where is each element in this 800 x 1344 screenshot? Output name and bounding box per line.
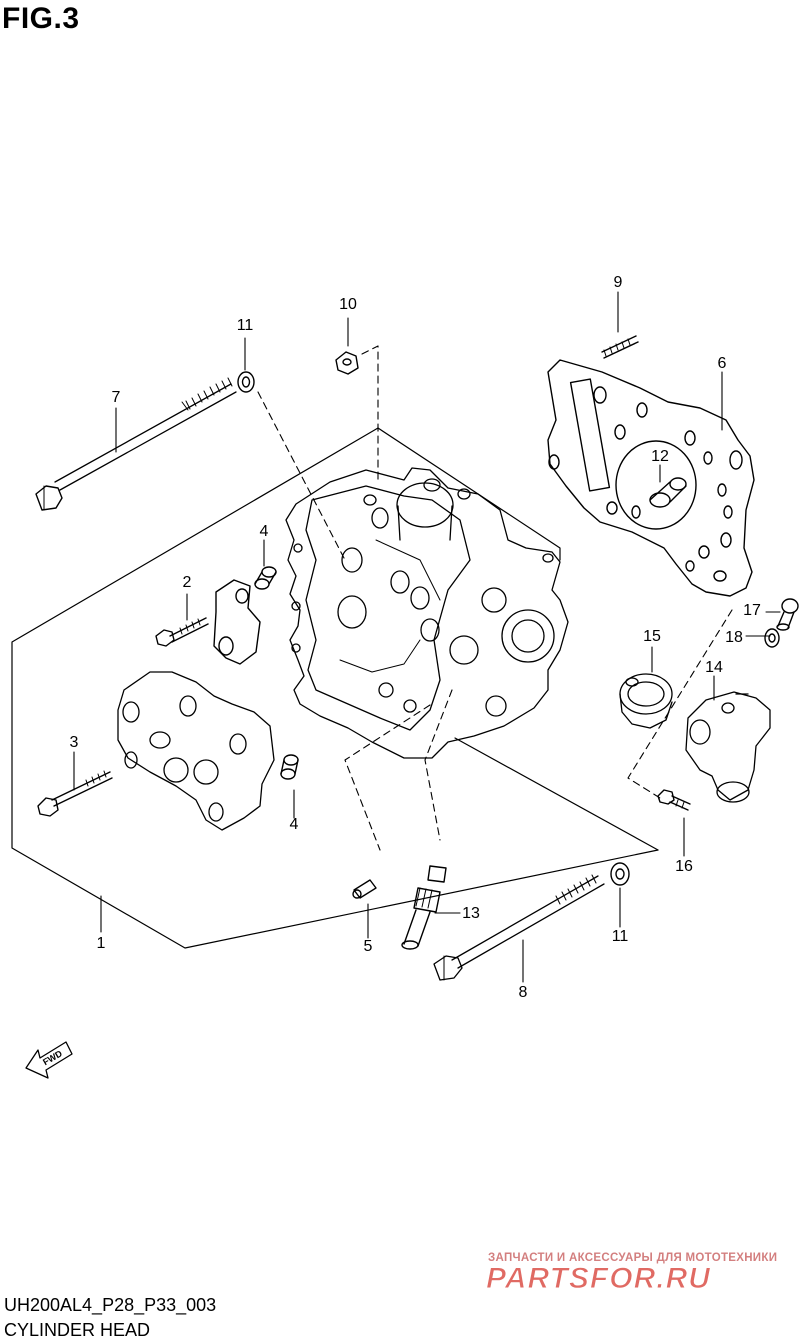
callout-15: 15 — [643, 628, 661, 645]
callout-4-bottom: 4 — [289, 816, 299, 833]
callout-2: 2 — [182, 574, 192, 591]
washer-11-top — [237, 371, 255, 393]
nut-10 — [335, 351, 359, 375]
callout-9: 9 — [613, 274, 623, 291]
fwd-arrow-icon: FWD — [25, 1041, 73, 1079]
callout-13: 13 — [462, 905, 480, 922]
bolt-16 — [657, 789, 691, 811]
bolt-2 — [155, 617, 209, 647]
gasket-6 — [547, 359, 755, 597]
callout-11-bottom: 11 — [611, 928, 629, 945]
figure-title: FIG.3 — [2, 2, 80, 35]
bleed-bolt-17 — [776, 598, 799, 631]
thermostat-15 — [619, 673, 673, 729]
callout-12: 12 — [651, 448, 669, 465]
washer-11-bottom — [610, 862, 630, 886]
dowel-12 — [649, 477, 687, 508]
bolt-8 — [433, 874, 605, 981]
dowel-4-top — [254, 566, 277, 590]
callout-8: 8 — [518, 984, 528, 1001]
diagram-code: UH200AL4_P28_P33_003 — [4, 1295, 217, 1315]
bolt-7 — [35, 377, 237, 511]
diagram-caption: CYLINDER HEAD — [4, 1320, 151, 1340]
callout-4-top: 4 — [259, 523, 269, 540]
watermark-logo: PARTSFOR.RU — [486, 1262, 711, 1296]
leader-lines — [73, 291, 781, 983]
callout-18: 18 — [725, 629, 743, 646]
dowel-4-bottom — [280, 754, 299, 780]
callout-16: 16 — [675, 858, 693, 875]
bracket — [213, 579, 261, 665]
callout-6: 6 — [717, 355, 727, 372]
callout-14: 14 — [705, 659, 723, 676]
spark-plug-13 — [401, 865, 447, 950]
callout-1: 1 — [96, 935, 106, 952]
callout-11-top: 11 — [236, 317, 254, 334]
watermark-subtitle: ЗАПЧАСТИ И АКСЕССУАРЫ ДЛЯ МОТОТЕХНИКИ — [488, 1252, 778, 1264]
callout-7: 7 — [111, 389, 121, 406]
bolt-3 — [37, 770, 113, 817]
cylinder-head-1 — [285, 467, 569, 759]
dowel-5 — [352, 879, 377, 899]
svg-text:PARTSFOR.RU: PARTSFOR.RU — [486, 1262, 711, 1295]
callout-10: 10 — [339, 296, 357, 313]
thermostat-housing-14 — [685, 691, 771, 803]
callout-17: 17 — [743, 602, 761, 619]
assembly-boundary-left — [11, 427, 659, 949]
stud-9 — [601, 335, 639, 359]
assembly-boundary — [377, 427, 561, 561]
alignment-lines — [257, 345, 733, 851]
callout-3: 3 — [69, 734, 79, 751]
washer-18 — [764, 628, 780, 648]
camshaft-holder — [117, 671, 275, 831]
callout-5: 5 — [363, 938, 373, 955]
